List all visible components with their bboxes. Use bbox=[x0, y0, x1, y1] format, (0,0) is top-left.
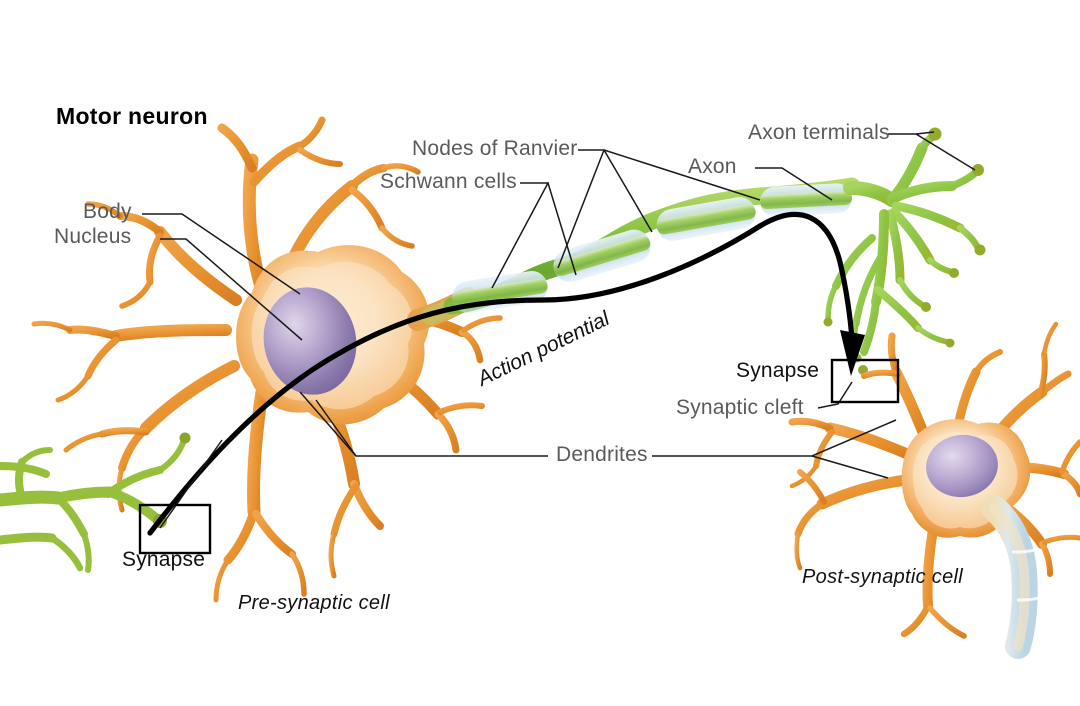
post-synaptic-nucleus bbox=[926, 434, 998, 498]
nucleus bbox=[263, 287, 357, 395]
axon-terminals bbox=[825, 132, 982, 359]
label-schwann-cells: Schwann cells bbox=[380, 170, 517, 193]
page-title: Motor neuron bbox=[56, 103, 208, 129]
label-pre-synaptic-cell: Pre-synaptic cell bbox=[238, 592, 390, 614]
label-axon-terminals: Axon terminals bbox=[748, 121, 890, 144]
axon-terminal-boutons bbox=[823, 127, 986, 375]
label-synaptic-cleft: Synaptic cleft bbox=[676, 396, 804, 419]
action-potential-arrow bbox=[147, 211, 865, 536]
label-body: Body bbox=[83, 200, 132, 223]
label-synapse-left: Synapse bbox=[122, 548, 206, 571]
label-nodes-of-ranvier: Nodes of Ranvier bbox=[412, 137, 578, 160]
synapse-box-right bbox=[830, 358, 900, 404]
label-axon: Axon bbox=[688, 155, 737, 178]
post-synaptic-axon bbox=[981, 495, 1039, 659]
myelin-sheath-segments bbox=[452, 183, 853, 314]
label-nucleus: Nucleus bbox=[54, 225, 132, 248]
incoming-bouton-2 bbox=[179, 432, 191, 444]
synapse-box-left bbox=[138, 503, 212, 555]
label-post-synaptic-cell: Post-synaptic cell bbox=[802, 566, 964, 588]
label-synapse-right: Synapse bbox=[736, 359, 820, 382]
label-dendrites: Dendrites bbox=[556, 443, 648, 466]
leader-lines bbox=[142, 131, 976, 529]
